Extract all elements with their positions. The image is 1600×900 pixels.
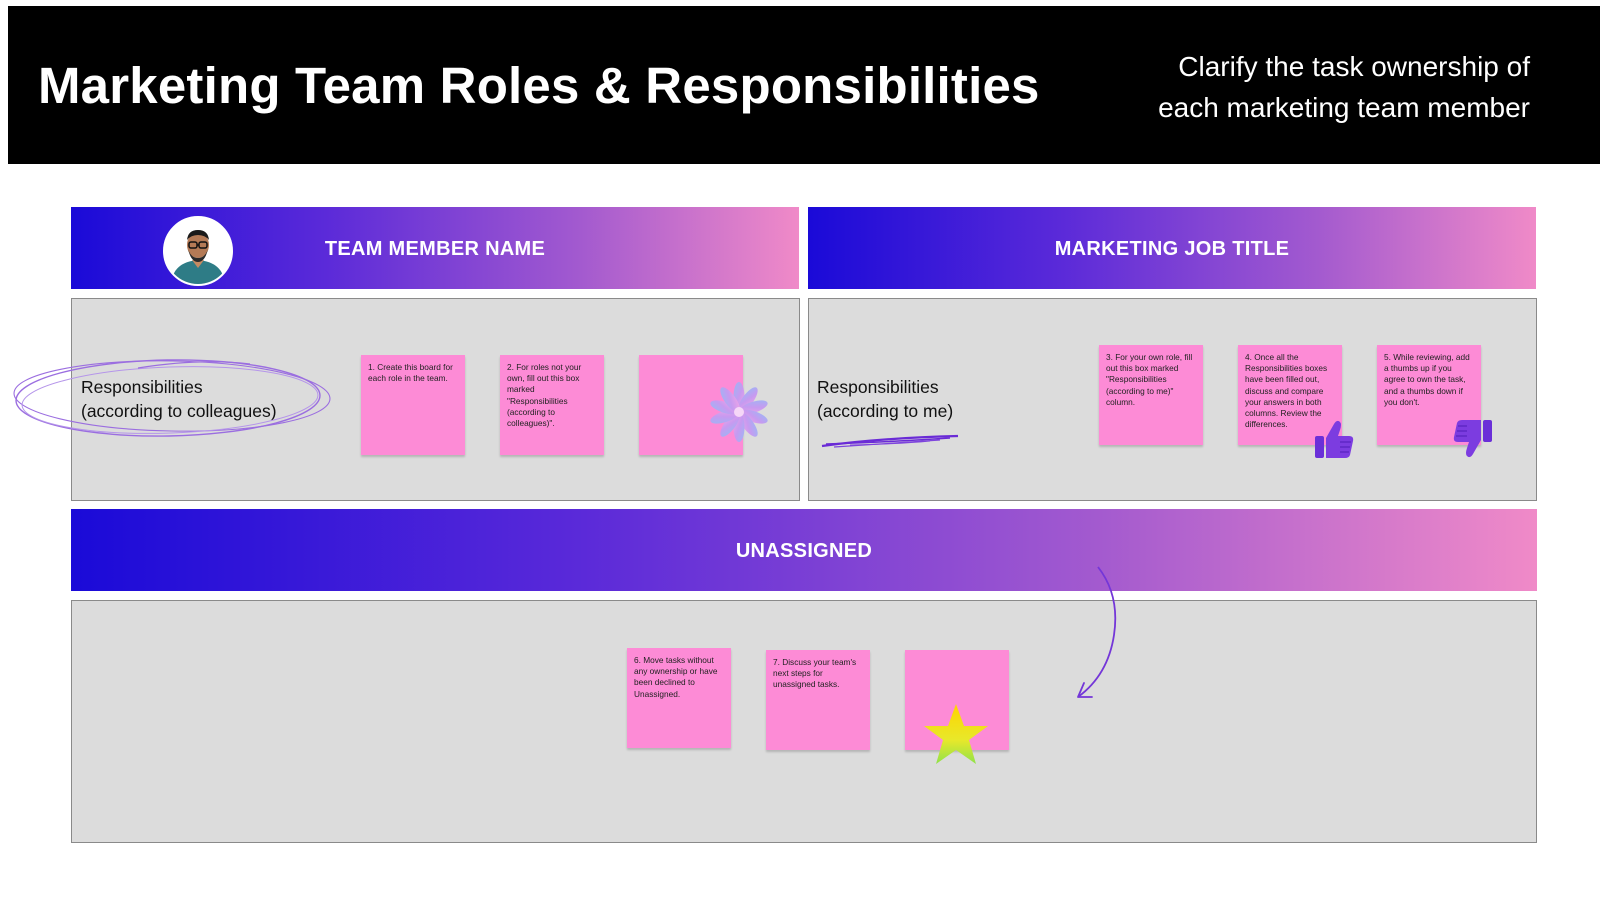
- sticky-note-text: 2. For roles not your own, fill out this…: [507, 362, 582, 429]
- subtitle-line-2: each marketing team member: [1158, 92, 1530, 123]
- flower-icon[interactable]: [707, 380, 771, 444]
- sticky-note-7[interactable]: 7. Discuss your team's next steps for un…: [766, 650, 870, 750]
- circle-scribble-icon: [13, 359, 331, 437]
- unassigned-band: UNASSIGNED: [71, 509, 1537, 591]
- resp-label-line-2: (according to colleagues): [81, 401, 277, 421]
- resp-label-line-2: (according to me): [817, 401, 954, 421]
- resp-label-line-1: Responsibilities: [817, 377, 939, 397]
- avatar-icon: [165, 218, 231, 284]
- sticky-note-3[interactable]: 3. For your own role, fill out this box …: [1099, 345, 1203, 445]
- curved-arrow-icon: [1077, 566, 1117, 698]
- header-bar: Marketing Team Roles & Responsibilities …: [8, 6, 1600, 164]
- resp-label-line-1: Responsibilities: [81, 377, 203, 397]
- my-responsibilities-label: Responsibilities (according to me): [817, 375, 953, 423]
- sticky-note-text: 6. Move tasks without any ownership or h…: [634, 655, 718, 699]
- page-title: Marketing Team Roles & Responsibilities: [38, 57, 1040, 114]
- sticky-note-6[interactable]: 6. Move tasks without any ownership or h…: [627, 648, 731, 748]
- sticky-note-text: 3. For your own role, fill out this box …: [1106, 352, 1193, 407]
- marketing-job-title-label[interactable]: MARKETING JOB TITLE: [1054, 238, 1290, 260]
- sticky-note-text: 1. Create this board for each role in th…: [368, 362, 453, 384]
- thumbs-down-icon[interactable]: [1452, 418, 1494, 460]
- star-icon[interactable]: [921, 702, 991, 768]
- sticky-note-text: 5. While reviewing, add a thumbs up if y…: [1384, 352, 1470, 407]
- underline-scribble-icon: [821, 434, 959, 448]
- thumbs-up-icon[interactable]: [1313, 418, 1355, 460]
- sticky-note-2[interactable]: 2. For roles not your own, fill out this…: [500, 355, 604, 455]
- colleagues-responsibilities-label: Responsibilities (according to colleague…: [81, 375, 277, 423]
- sticky-note-1[interactable]: 1. Create this board for each role in th…: [361, 355, 465, 455]
- sticky-note-text: 4. Once all the Responsibilities boxes h…: [1245, 352, 1328, 430]
- team-member-name-label[interactable]: TEAM MEMBER NAME: [324, 238, 546, 260]
- unassigned-label[interactable]: UNASSIGNED: [735, 540, 873, 562]
- subtitle-line-1: Clarify the task ownership of: [1178, 51, 1530, 82]
- page-subtitle: Clarify the task ownership of each marke…: [1158, 46, 1530, 128]
- job-title-band: MARKETING JOB TITLE: [808, 207, 1536, 289]
- sticky-note-text: 7. Discuss your team's next steps for un…: [773, 657, 857, 690]
- person-avatar[interactable]: [163, 216, 233, 286]
- sticky-note-4[interactable]: 4. Once all the Responsibilities boxes h…: [1238, 345, 1342, 445]
